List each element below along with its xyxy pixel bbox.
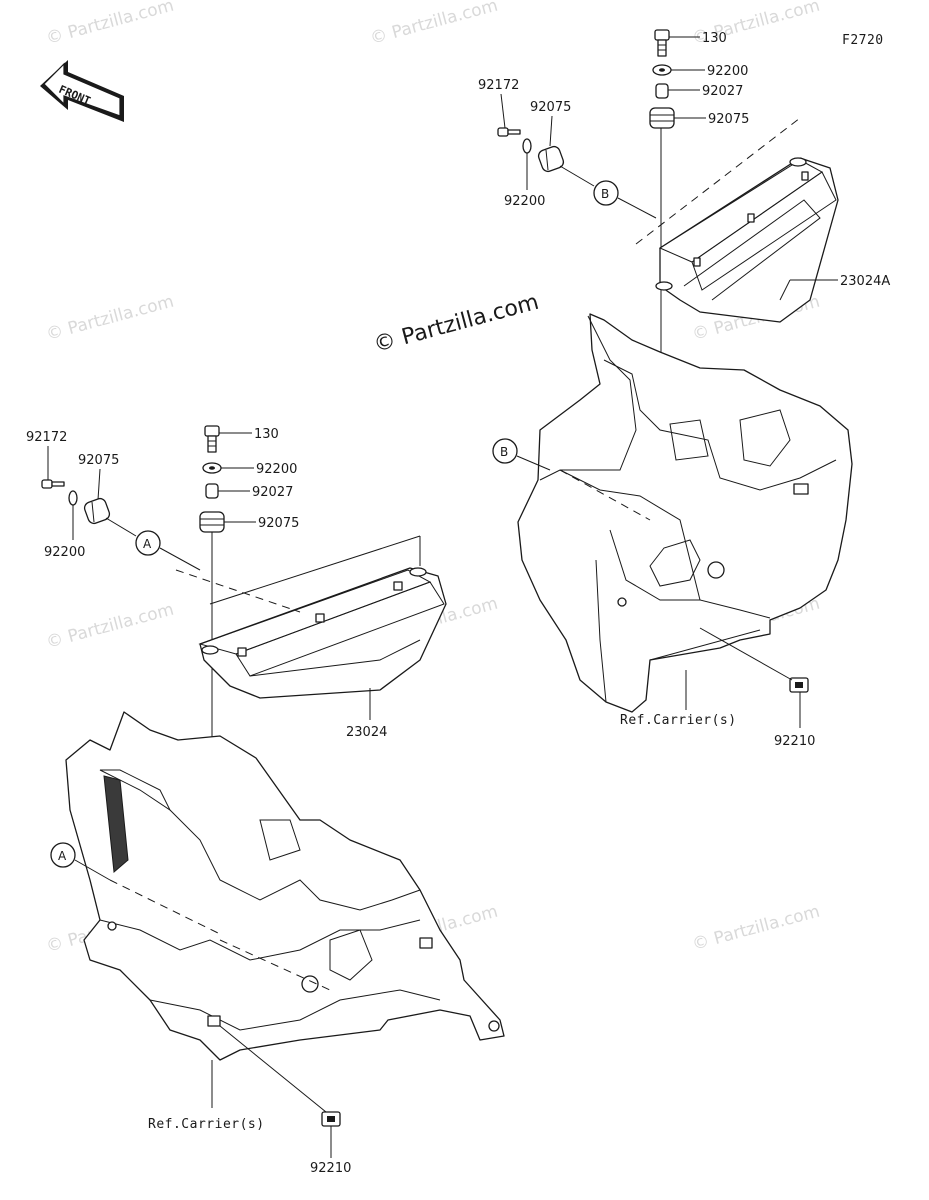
label-upper-grommet: 92075 [708, 112, 749, 127]
collar-icon [655, 83, 700, 99]
watermark: © Partzilla.com [44, 0, 176, 49]
label-lower-ref: Ref.Carrier(s) [148, 1117, 265, 1132]
callout-a-text: A [143, 537, 152, 551]
callout-a [50, 842, 76, 868]
upper-assembly: 130 92200 92027 92075 92172 92200 [478, 29, 890, 749]
label-upper-washer: 92200 [707, 64, 748, 79]
watermark: © Partzilla.com [368, 0, 500, 49]
watermark: © Partzilla.com [44, 292, 176, 345]
label-lower-collar: 92027 [252, 485, 293, 500]
label-upper-side-washer: 92200 [504, 194, 545, 209]
grommet-icon [649, 107, 706, 129]
washer-icon [68, 490, 78, 506]
label-upper-ref: Ref.Carrier(s) [620, 713, 737, 728]
callout-a [135, 530, 161, 556]
label-lower-screw: 92172 [26, 430, 67, 445]
label-lower-side-grommet: 92075 [78, 453, 119, 468]
callout-a-text: A [58, 849, 67, 863]
grommet-icon [83, 497, 111, 525]
label-lower-washer: 92200 [256, 462, 297, 477]
nut-icon [321, 1111, 341, 1127]
lamp-part [198, 567, 447, 699]
label-lower-side-washer: 92200 [44, 545, 85, 560]
figure-code: F2720 [842, 33, 884, 48]
front-arrow-icon: FRONT [40, 60, 124, 122]
carrier-part [65, 711, 505, 1061]
watermark: © Partzilla.com [690, 902, 822, 955]
label-lower-nut: 92210 [310, 1161, 351, 1176]
label-upper-bolt: 130 [702, 31, 727, 46]
label-upper-screw: 92172 [478, 78, 519, 93]
label-upper-nut: 92210 [774, 734, 815, 749]
lower-assembly: 130 92200 92027 92075 92172 92200 [26, 425, 505, 1176]
bolt-icon [204, 425, 252, 453]
label-upper-lamp: 23024A [840, 274, 890, 289]
callout-b-text: B [500, 445, 508, 459]
label-lower-bolt: 130 [254, 427, 279, 442]
watermark-main: © Partzilla.com [371, 290, 541, 358]
nut-icon [789, 677, 809, 693]
label-upper-collar: 92027 [702, 84, 743, 99]
screw-icon [41, 479, 65, 489]
callout-b-text: B [601, 187, 609, 201]
watermark: © Partzilla.com [44, 600, 176, 653]
label-upper-side-grommet: 92075 [530, 100, 571, 115]
washer-icon [522, 138, 532, 154]
carrier-part [517, 313, 853, 713]
label-lower-grommet: 92075 [258, 516, 299, 531]
bolt-icon [654, 29, 700, 57]
label-lower-lamp: 23024 [346, 725, 387, 740]
grommet-icon [199, 511, 256, 533]
lamp-part [655, 157, 839, 323]
callout-b [593, 180, 619, 206]
screw-icon [497, 127, 521, 137]
grommet-icon [537, 145, 565, 173]
callout-b [492, 438, 518, 464]
collar-icon [205, 483, 250, 499]
